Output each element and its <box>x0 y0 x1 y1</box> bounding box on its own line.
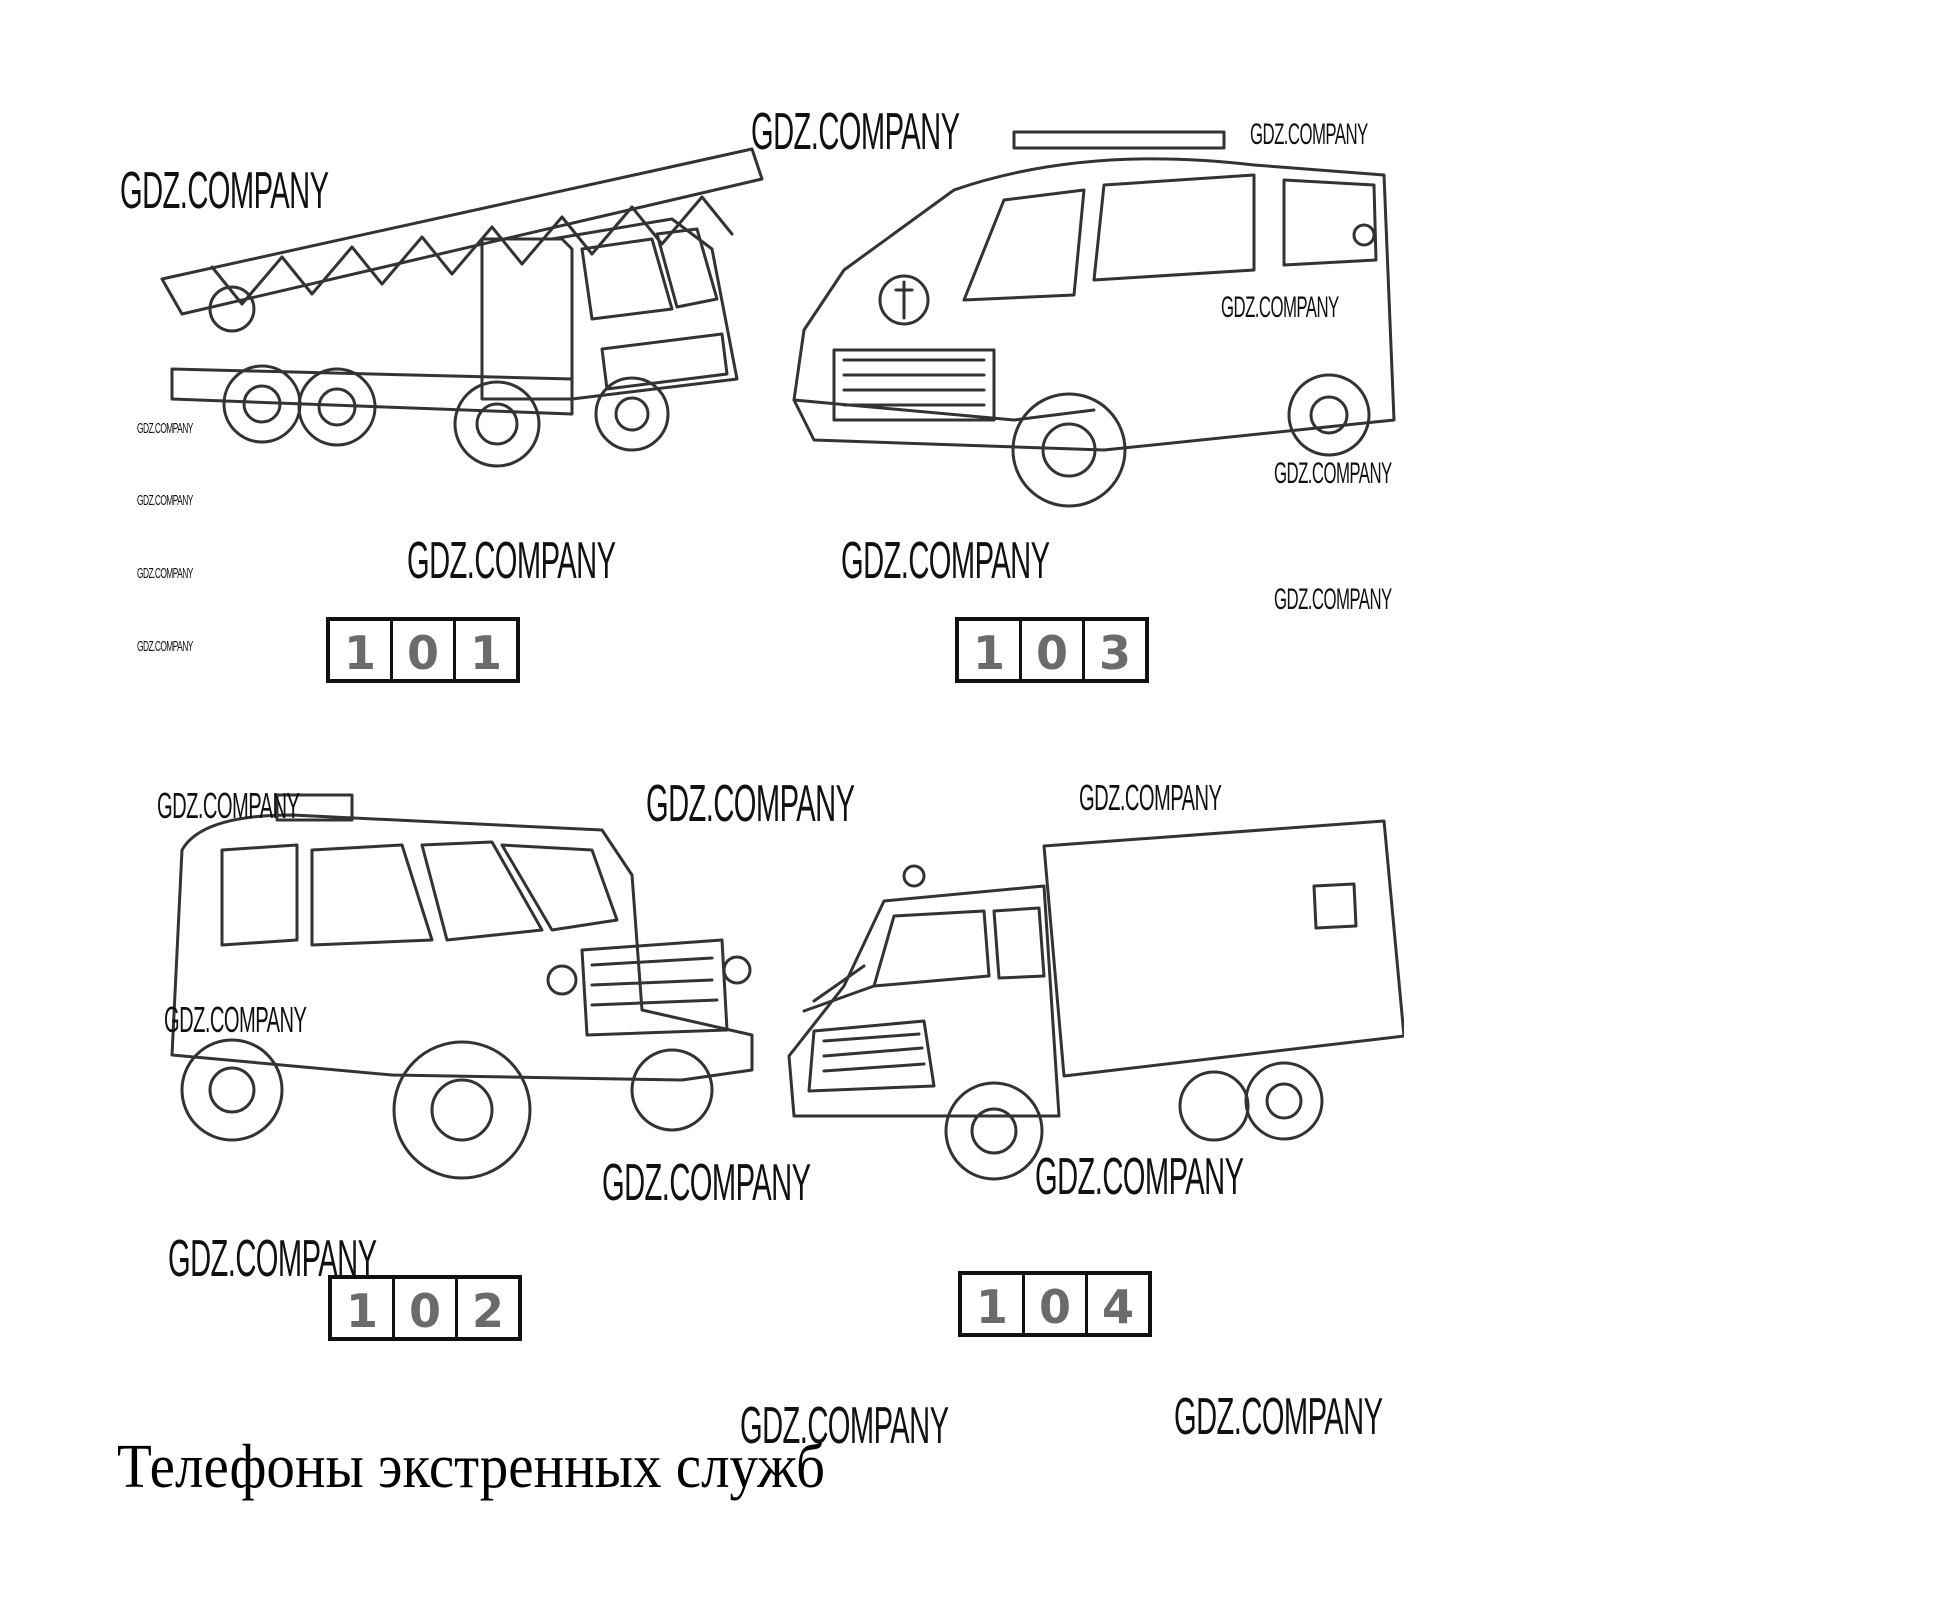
ambulance-number: 1 0 3 <box>955 617 1149 683</box>
digit: 2 <box>471 1284 504 1338</box>
fire-truck-illustration <box>152 139 772 474</box>
digit: 4 <box>1101 1280 1134 1334</box>
watermark: GDZ.COMPANY <box>751 103 960 161</box>
watermark: GDZ.COMPANY <box>137 420 193 437</box>
watermark: GDZ.COMPANY <box>120 162 329 220</box>
digit: 1 <box>330 621 393 680</box>
digit: 0 <box>1022 621 1085 680</box>
watermark: GDZ.COMPANY <box>1079 777 1222 818</box>
watermark: GDZ.COMPANY <box>1035 1148 1244 1206</box>
watermark: GDZ.COMPANY <box>740 1397 949 1455</box>
watermark: GDZ.COMPANY <box>1274 457 1392 490</box>
watermark: GDZ.COMPANY <box>1274 583 1392 616</box>
watermark: GDZ.COMPANY <box>841 532 1050 590</box>
digit: 0 <box>393 621 456 680</box>
fire-service-number: 1 0 1 <box>326 617 520 683</box>
watermark: GDZ.COMPANY <box>137 565 193 582</box>
police-number: 1 0 2 <box>328 1275 522 1341</box>
digit: 1 <box>332 1279 395 1338</box>
digit: 1 <box>469 626 502 680</box>
digit: 1 <box>962 1275 1025 1334</box>
gas-service-truck-illustration <box>784 816 1406 1191</box>
digit: 0 <box>395 1279 458 1338</box>
watermark: GDZ.COMPANY <box>1221 291 1339 324</box>
gas-service-number: 1 0 4 <box>958 1271 1152 1337</box>
ambulance-illustration <box>784 120 1404 520</box>
watermark: GDZ.COMPANY <box>168 1230 377 1288</box>
digit: 0 <box>1025 1275 1088 1334</box>
watermark: GDZ.COMPANY <box>164 999 307 1040</box>
digit: 3 <box>1098 626 1131 680</box>
watermark: GDZ.COMPANY <box>407 532 616 590</box>
watermark: GDZ.COMPANY <box>1250 118 1368 151</box>
watermark: GDZ.COMPANY <box>1174 1388 1383 1446</box>
digit: 1 <box>959 621 1022 680</box>
police-car-illustration <box>162 790 774 1195</box>
watermark: GDZ.COMPANY <box>157 785 300 826</box>
watermark: GDZ.COMPANY <box>646 775 855 833</box>
watermark: GDZ.COMPANY <box>137 492 193 509</box>
watermark: GDZ.COMPANY <box>137 638 193 655</box>
page-title: Телефоны экстренных служб <box>117 1433 825 1501</box>
watermark: GDZ.COMPANY <box>602 1154 811 1212</box>
